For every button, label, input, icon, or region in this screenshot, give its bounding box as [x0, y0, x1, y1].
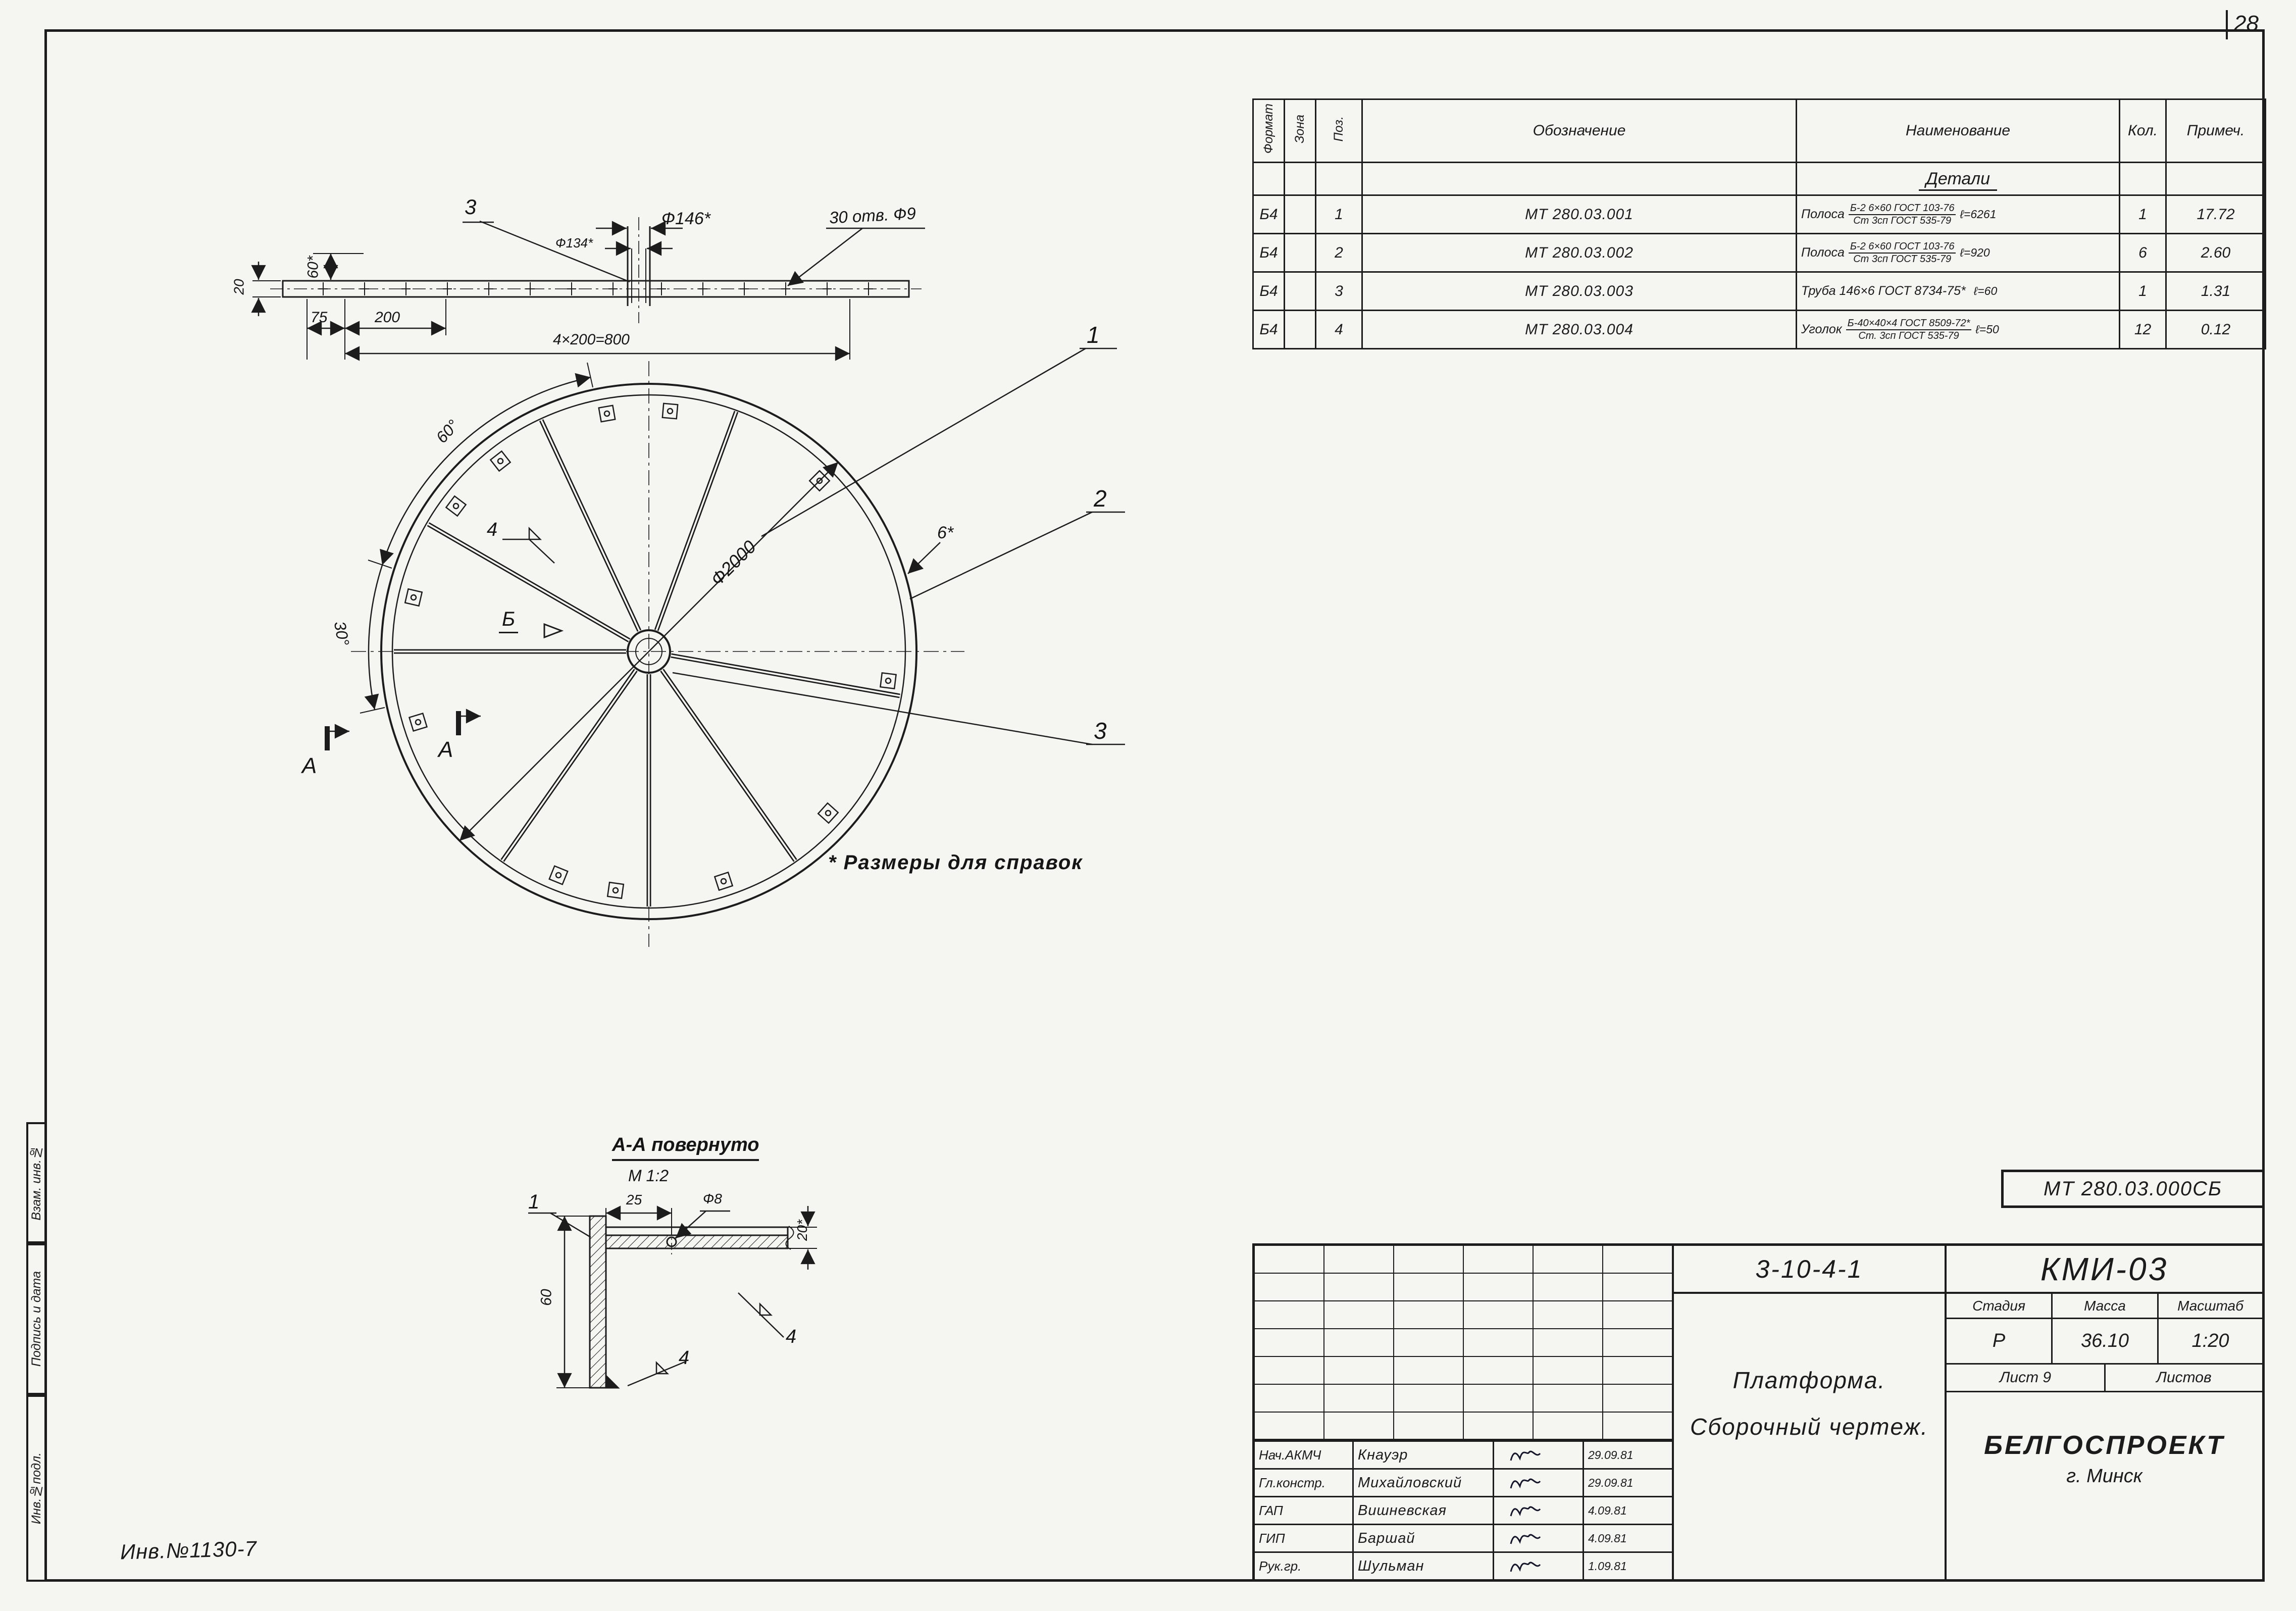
section-dim-dia8: Ф8	[703, 1191, 722, 1206]
col-note: Примеч.	[2165, 98, 2266, 163]
title-block: Нач.АКМЧ Кнауэр 29.09.81 Гл.констр. Миха…	[1252, 1243, 2265, 1582]
drawing-title-line2: Сборочный чертеж.	[1690, 1414, 1928, 1440]
revision-grid	[1255, 1246, 1672, 1440]
dim-dia146: Ф146*	[661, 209, 710, 228]
side-stamp-podpis: Подпись и дата	[26, 1243, 46, 1395]
col-qty: Кол.	[2119, 98, 2167, 163]
view-b-label: Б	[499, 608, 519, 633]
signature-mark	[1494, 1525, 1584, 1551]
dim-dia134: Ф134*	[555, 235, 593, 250]
section-dim-20: 20*	[794, 1219, 810, 1241]
org-city: г. Минск	[2066, 1466, 2142, 1487]
section-dim-60: 60	[538, 1289, 555, 1306]
sheets-label: Листов	[2156, 1369, 2212, 1386]
weld-callout-4: 4	[487, 519, 498, 540]
doc-code: КМИ-03	[2040, 1250, 2169, 1287]
scale-value: 1:20	[2191, 1330, 2229, 1351]
spec-row: Б4 1 МТ 280.03.001 Полоса Б-2 6×60 ГОСТ …	[1252, 194, 2266, 234]
col-zone: Зона	[1284, 98, 1316, 163]
signature-row: ГИП Баршай 4.09.81	[1255, 1524, 1672, 1551]
dim-60: 60*	[304, 256, 322, 279]
col-format: Формат	[1252, 98, 1285, 163]
section-callout-4: 4	[786, 1326, 797, 1347]
signature-mark	[1494, 1553, 1584, 1579]
signature-mark	[1494, 1442, 1584, 1468]
signature-mark	[1494, 1470, 1584, 1496]
col-zone-label: Зона	[1293, 114, 1307, 143]
section-scale: М 1:2	[628, 1167, 669, 1185]
part-name: Труба 146×6 ГОСТ 8734-75* ℓ=60	[1801, 284, 1998, 298]
signature-row: Гл.констр. Михайловский 29.09.81	[1255, 1468, 1672, 1496]
part-name: Уголок Б-40×40×4 ГОСТ 8509-72*Ст. 3сп ГО…	[1801, 318, 1999, 341]
col-name: Наименование	[1796, 98, 2120, 163]
dim-20: 20	[231, 279, 247, 295]
item-callout-1: 1	[1087, 322, 1100, 348]
item-callout-3: 3	[1094, 718, 1107, 744]
mass-value: 36.10	[2053, 1319, 2159, 1363]
meta-values: Р 36.10 1:20	[1947, 1319, 2262, 1365]
organization: БЕЛГОСПРОЕКТ г. Минск	[1947, 1392, 2262, 1579]
drawing-frame	[44, 29, 2265, 1582]
dim-6: 6*	[937, 523, 954, 542]
drawing-title-line1: Платформа.	[1732, 1367, 1886, 1393]
inventory-number: Инв.№1130-7	[120, 1536, 258, 1564]
side-stamp-inv: Инв.№подл.	[26, 1395, 46, 1582]
section-callout-1: 1	[528, 1191, 540, 1213]
dim-4x200: 4×200=800	[553, 331, 630, 348]
spec-table: Формат Зона Поз. Обозначение Наименовани…	[1252, 98, 2266, 349]
section-a-label: А	[302, 753, 317, 778]
signature-row: Рук.гр. Шульман 1.09.81	[1255, 1551, 1672, 1579]
doc-number: 3-10-4-1	[1674, 1246, 1947, 1292]
signature-row: Нач.АКМЧ Кнауэр 29.09.81	[1255, 1440, 1672, 1468]
signature-mark	[1494, 1497, 1584, 1524]
side-stamp-vzam: Взам. инв.№	[26, 1122, 46, 1243]
spec-row: Б4 4 МТ 280.03.004 Уголок Б-40×40×4 ГОСТ…	[1252, 310, 2266, 349]
meta-headers: Стадия Масса Масштаб	[1947, 1294, 2262, 1319]
strip-callout-3: 3	[465, 195, 477, 219]
col-pos: Поз.	[1315, 98, 1363, 163]
page-number: 28	[2226, 10, 2259, 39]
title-block-left: Нач.АКМЧ Кнауэр 29.09.81 Гл.констр. Миха…	[1255, 1246, 1674, 1579]
signature-row: ГАП Вишневская 4.09.81	[1255, 1496, 1672, 1524]
section-callout-4: 4	[679, 1347, 690, 1369]
dim-200: 200	[375, 309, 400, 326]
doc-stamp: МТ 280.03.000СБ	[2001, 1170, 2265, 1208]
spec-section-title: Детали	[1918, 169, 1998, 191]
dim-75: 75	[311, 309, 328, 326]
section-a-label: А	[438, 737, 453, 762]
org-name: БЕЛГОСПРОЕКТ	[1984, 1431, 2225, 1460]
sheet-label: Лист 9	[1947, 1365, 2106, 1391]
drawing-title: Платформа. Сборочный чертеж.	[1674, 1294, 1947, 1579]
title-block-right: 3-10-4-1 КМИ-03 Платформа. Сборочный чер…	[1674, 1246, 2262, 1579]
col-format-label: Формат	[1261, 104, 1275, 154]
item-callout-2: 2	[1094, 485, 1107, 512]
spec-section-row: Детали	[1252, 162, 2266, 196]
spec-row: Б4 2 МТ 280.03.002 Полоса Б-2 6×60 ГОСТ …	[1252, 233, 2266, 273]
section-title: А-А повернуто	[612, 1134, 759, 1161]
reference-note: * Размеры для справок	[828, 851, 1083, 874]
col-designation: Обозначение	[1361, 98, 1797, 163]
col-pos-label: Поз.	[1332, 116, 1346, 142]
stage-value: Р	[1947, 1319, 2053, 1363]
section-dim-25: 25	[626, 1192, 642, 1207]
sheet-row: Лист 9 Листов	[1947, 1365, 2262, 1392]
spec-row: Б4 3 МТ 280.03.003 Труба 146×6 ГОСТ 8734…	[1252, 271, 2266, 311]
